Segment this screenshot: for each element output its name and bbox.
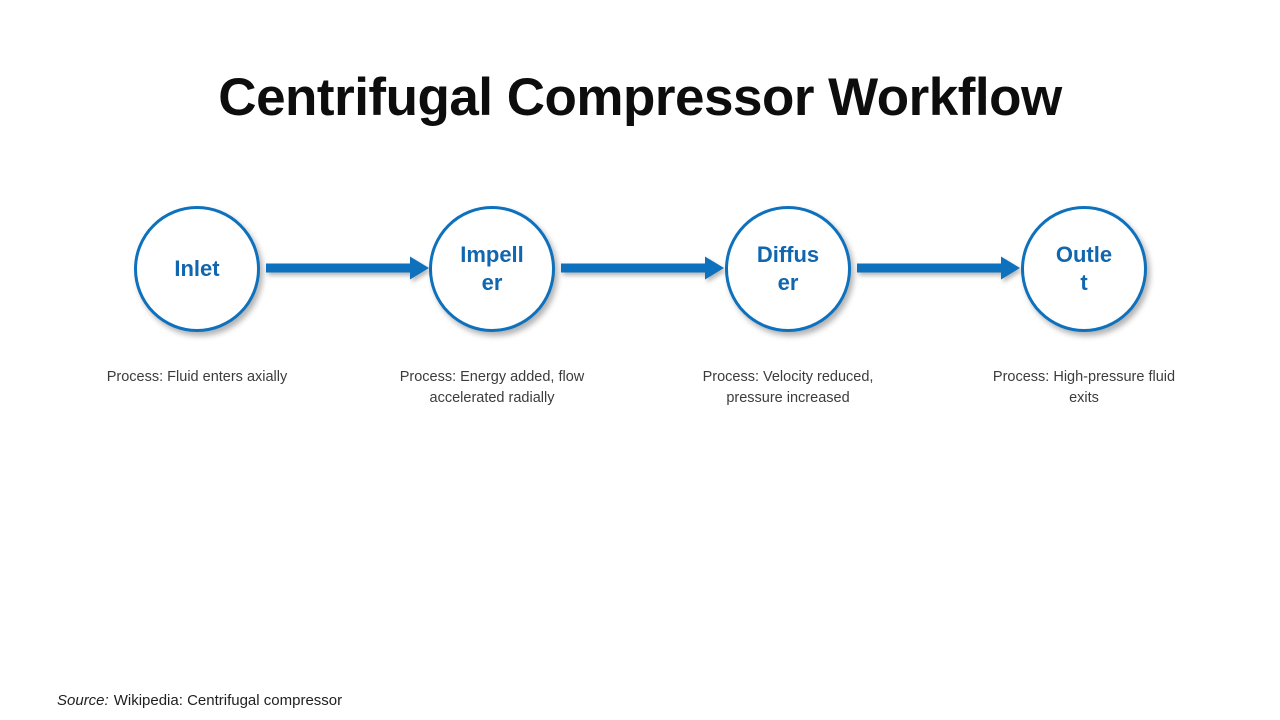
- flow-node-label: Impell er: [460, 242, 524, 295]
- flow-node-impeller: Impell er: [429, 206, 555, 332]
- source-note: Source:Wikipedia: Centrifugal compressor: [57, 692, 342, 709]
- flow-node-label: Outle t: [1055, 242, 1113, 295]
- source-text: Wikipedia: Centrifugal compressor: [113, 692, 343, 709]
- page-title: Centrifugal Compressor Workflow: [218, 68, 1062, 127]
- flow-node-label: Inlet: [174, 256, 220, 281]
- flow-node-outlet: Outle t: [1021, 206, 1147, 332]
- flow-node-inlet: Inlet: [134, 206, 260, 332]
- flow-node-process: Process: Fluid enters axially: [106, 369, 288, 385]
- flow-node-process: Process: High-pressure fluid exits: [992, 369, 1176, 406]
- source-label: Source:: [57, 692, 109, 709]
- flow-node-label: Diffus er: [756, 242, 820, 295]
- arrow-right-icon: [857, 256, 1020, 280]
- arrow-right-icon: [266, 256, 429, 280]
- flow-node-process: Process: Velocity reduced, pressure incr…: [702, 369, 874, 406]
- flow-node-diffuser: Diffus er: [725, 206, 851, 332]
- flow-node-process: Process: Energy added, flow accelerated …: [399, 369, 585, 406]
- arrow-right-icon: [561, 256, 724, 280]
